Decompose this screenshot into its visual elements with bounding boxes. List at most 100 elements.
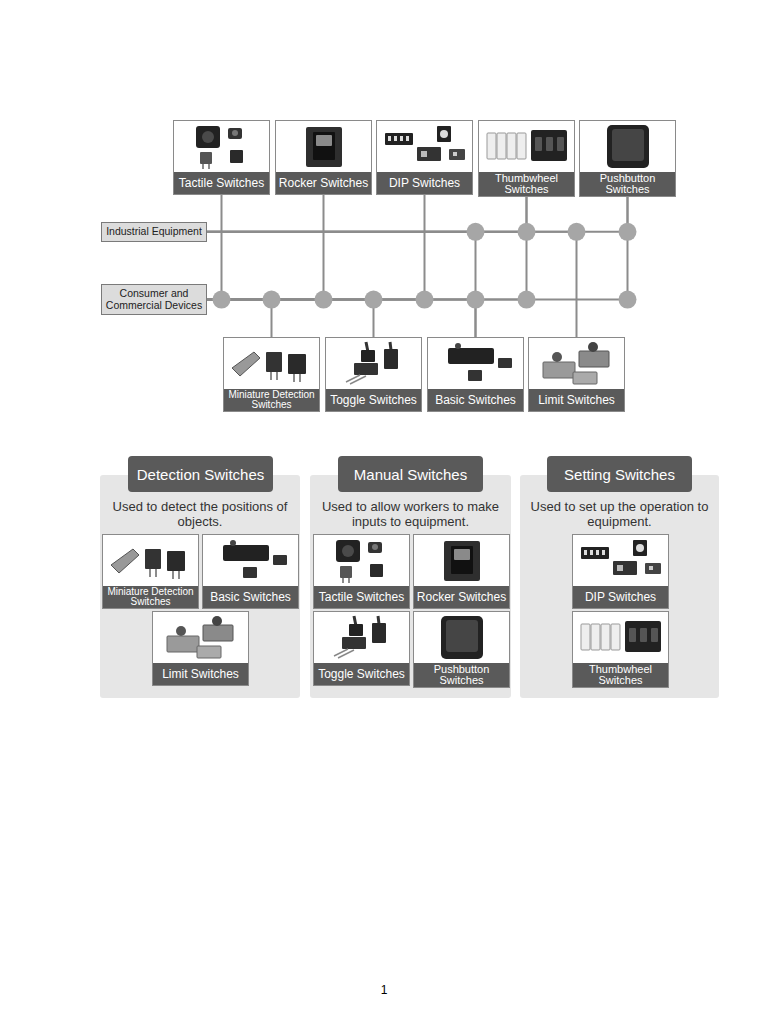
icon-part bbox=[349, 624, 363, 636]
category-panel: Setting SwitchesUsed to set up the opera… bbox=[520, 475, 719, 698]
switch-box: Limit Switches bbox=[152, 611, 249, 686]
icon-part bbox=[400, 136, 403, 141]
icon-group bbox=[232, 352, 306, 382]
switch-name: Tactile Switches bbox=[179, 177, 264, 189]
connector-line bbox=[207, 300, 374, 337]
label-bar: Tactile Switches bbox=[314, 586, 409, 608]
connector-line bbox=[207, 197, 527, 300]
icon-part bbox=[197, 646, 221, 658]
icon-part bbox=[313, 132, 335, 160]
icon-part bbox=[202, 164, 204, 169]
icon-part bbox=[348, 578, 350, 583]
switch-photo bbox=[174, 121, 269, 172]
connector-line bbox=[207, 197, 628, 300]
icon-part bbox=[454, 549, 470, 560]
label-bar: Toggle Switches bbox=[314, 663, 409, 685]
switch-photo bbox=[314, 612, 409, 663]
switch-box: Thumbwheel Switches bbox=[572, 611, 669, 688]
junction-dot bbox=[263, 291, 281, 309]
icon-part bbox=[573, 372, 597, 384]
icon-part bbox=[384, 349, 398, 369]
panel-tab: Manual Switches bbox=[338, 456, 483, 492]
switch-photo bbox=[103, 535, 198, 586]
icon-part bbox=[276, 372, 278, 380]
icon-part bbox=[421, 151, 427, 157]
icon-group bbox=[336, 540, 383, 583]
switch-box: Tactile Switches bbox=[173, 120, 270, 195]
icon-part bbox=[448, 348, 494, 364]
switch-box: Pushbutton Switches bbox=[579, 120, 676, 197]
icon-part bbox=[167, 551, 185, 571]
icon-part bbox=[232, 130, 238, 136]
label-bar: Thumbwheel Switches bbox=[573, 663, 668, 687]
icon-part bbox=[354, 363, 378, 375]
icon-part bbox=[270, 372, 272, 380]
label-bar: DIP Switches bbox=[377, 172, 472, 194]
junction-dot bbox=[213, 291, 231, 309]
switch-photo bbox=[203, 535, 298, 586]
icon-part bbox=[385, 133, 413, 145]
connector-group bbox=[207, 195, 628, 337]
icon-part bbox=[612, 129, 644, 161]
icon-part bbox=[611, 624, 620, 650]
switch-name: Basic Switches bbox=[210, 591, 291, 603]
icon-group bbox=[167, 616, 233, 658]
switch-name: Pushbutton Switches bbox=[582, 173, 673, 195]
icon-part bbox=[451, 546, 473, 574]
switch-name: Limit Switches bbox=[538, 394, 615, 406]
switch-box: Thumbwheel Switches bbox=[478, 120, 575, 197]
icon-part bbox=[487, 133, 496, 159]
connector-line bbox=[207, 195, 222, 300]
icon-part bbox=[498, 358, 512, 368]
icon-part bbox=[273, 555, 287, 565]
icon-part bbox=[288, 354, 306, 374]
icon-part bbox=[228, 128, 242, 139]
switch-box: Pushbutton Switches bbox=[413, 611, 510, 688]
switch-photo bbox=[479, 121, 574, 172]
icon-part bbox=[417, 147, 441, 161]
icon-part bbox=[640, 628, 647, 642]
icon-group bbox=[607, 125, 649, 168]
switch-box: Toggle Switches bbox=[325, 337, 422, 412]
panel-heading: Manual Switches bbox=[354, 466, 467, 483]
icon-part bbox=[546, 137, 553, 151]
label-bar: Limit Switches bbox=[153, 663, 248, 685]
icon-part bbox=[299, 374, 301, 382]
panel-description: Used to set up the operation to equipmen… bbox=[526, 499, 713, 529]
panel-tab: Setting Switches bbox=[547, 456, 692, 492]
icon-part bbox=[230, 540, 236, 546]
icon-part bbox=[444, 541, 480, 581]
icon-part bbox=[579, 351, 609, 367]
switch-box: Basic Switches bbox=[202, 534, 299, 609]
panel-tab: Detection Switches bbox=[128, 456, 273, 492]
junction-dot bbox=[518, 291, 536, 309]
switch-photo bbox=[529, 338, 624, 389]
icon-part bbox=[336, 540, 360, 562]
icon-part bbox=[552, 352, 562, 362]
icon-part bbox=[342, 578, 344, 583]
icon-part bbox=[316, 135, 332, 146]
icon-part bbox=[208, 164, 210, 169]
panel-description: Used to detect the positions of objects. bbox=[106, 499, 294, 529]
icon-part bbox=[202, 131, 214, 143]
junction-dot bbox=[568, 223, 586, 241]
icon-part bbox=[557, 137, 564, 151]
junction-dot bbox=[315, 291, 333, 309]
icon-part bbox=[453, 152, 457, 156]
icon-group bbox=[196, 126, 243, 169]
icon-part bbox=[372, 544, 378, 550]
switch-box: Tactile Switches bbox=[313, 534, 410, 609]
icon-group bbox=[487, 130, 567, 161]
switch-box: Miniature Detection Switches bbox=[223, 337, 320, 412]
label-bar: Thumbwheel Switches bbox=[479, 172, 574, 196]
dot-group bbox=[213, 223, 637, 309]
switch-photo bbox=[314, 535, 409, 586]
icon-group bbox=[543, 342, 609, 384]
icon-part bbox=[378, 616, 379, 624]
switch-photo bbox=[580, 121, 675, 172]
icon-part bbox=[584, 550, 587, 555]
switch-name: Miniature Detection Switches bbox=[226, 390, 317, 410]
icon-part bbox=[370, 564, 383, 577]
label-bar: DIP Switches bbox=[573, 586, 668, 608]
icon-part bbox=[645, 563, 661, 574]
